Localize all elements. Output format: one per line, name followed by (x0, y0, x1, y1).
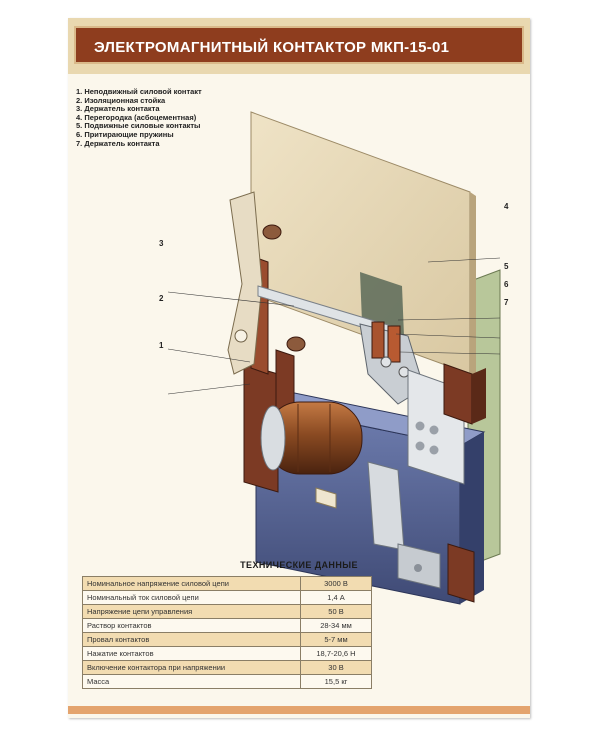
table-row: Напряжение цепи управления 50 В (82, 604, 372, 619)
legend-item-1: 1. Неподвижный силовой контакт (76, 87, 202, 96)
spec-param: Нажатие контактов (82, 646, 301, 661)
spec-param: Раствор контактов (82, 618, 301, 633)
table-row: Нажатие контактов 18,7-20,6 Н (82, 646, 372, 661)
table-row: Масса 15,5 кг (82, 674, 372, 689)
spec-param: Провал контактов (82, 632, 301, 647)
header: ЭЛЕКТРОМАГНИТНЫЙ КОНТАКТОР МКП-15-01 (68, 18, 530, 74)
legend-item-4: 4. Перегородка (асбоцементная) (76, 112, 197, 122)
table-row: Раствор контактов 28-34 мм (82, 618, 372, 633)
legend-item-3: 3. Держатель контакта (76, 104, 160, 114)
callout-1: 1 (159, 341, 164, 350)
table-row: Номинальное напряжение силовой цепи 3000… (82, 576, 372, 591)
spec-param: Напряжение цепи управления (82, 604, 301, 619)
spec-param: Масса (82, 674, 301, 689)
callout-4: 4 (504, 202, 509, 211)
legend-item-2: 2. Изоляционная стойка (76, 95, 166, 105)
spec-value: 50 В (300, 604, 372, 619)
spec-value: 3000 В (300, 576, 372, 591)
legend-item-7: 7. Держатель контакта (76, 138, 160, 148)
technical-data-table: Номинальное напряжение силовой цепи 3000… (82, 576, 372, 689)
poster-title: ЭЛЕКТРОМАГНИТНЫЙ КОНТАКТОР МКП-15-01 (94, 39, 450, 56)
spec-value: 1,4 А (300, 590, 372, 605)
callout-3: 3 (159, 239, 164, 248)
technical-data-heading: ТЕХНИЧЕСКИЕ ДАННЫЕ (240, 560, 358, 570)
contact-holder-arm (227, 191, 263, 375)
contactor-illustration (167, 111, 501, 605)
partition-board (250, 111, 471, 375)
callout-7: 7 (504, 298, 509, 307)
spec-value: 15,5 кг (300, 674, 372, 689)
poster: ЭЛЕКТРОМАГНИТНЫЙ КОНТАКТОР МКП-15-01 1. … (68, 18, 530, 718)
table-row: Включение контактора при напряжении 30 В (82, 660, 372, 675)
spec-value: 28-34 мм (300, 618, 372, 633)
title-band: ЭЛЕКТРОМАГНИТНЫЙ КОНТАКТОР МКП-15-01 (74, 26, 524, 64)
callout-6: 6 (504, 280, 509, 289)
spec-value: 5-7 мм (300, 632, 372, 647)
legend-item-6: 6. Притирающие пружины (76, 129, 174, 139)
parts-legend: 1. Неподвижный силовой контакт 2. Изоляц… (76, 87, 236, 148)
legend-item-5: 5. Подвижные силовые контакты (76, 121, 201, 131)
spec-param: Номинальный ток силовой цепи (82, 590, 301, 605)
spec-param: Включение контактора при напряжении (82, 660, 301, 675)
table-row: Номинальный ток силовой цепи 1,4 А (82, 590, 372, 605)
spec-value: 30 В (300, 660, 372, 675)
callout-2: 2 (159, 294, 164, 303)
footer-strip (68, 706, 530, 714)
table-row: Провал контактов 5-7 мм (82, 632, 372, 647)
spec-param: Номинальное напряжение силовой цепи (82, 576, 301, 591)
spec-value: 18,7-20,6 Н (300, 646, 372, 661)
callout-5: 5 (504, 262, 509, 271)
